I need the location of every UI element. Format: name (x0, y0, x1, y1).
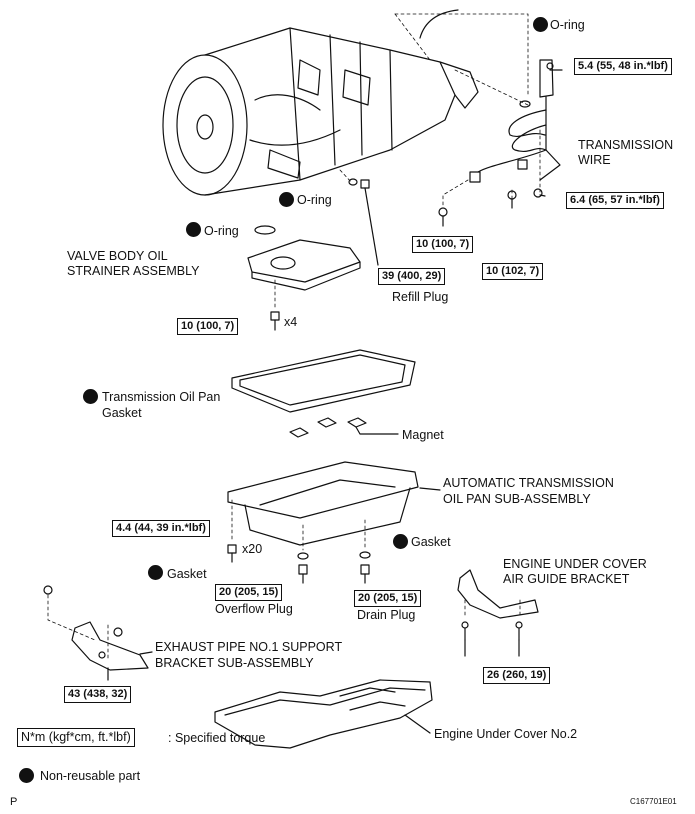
x4-label: x4 (284, 315, 298, 329)
nonreusable-dot-oring-top (533, 17, 548, 32)
transmission-wire-label-1: TRANSMISSION (578, 138, 674, 152)
pan-gasket-label-2: Gasket (102, 406, 142, 420)
torque-overflow-plug: 20 (205, 15) (215, 584, 283, 601)
magnet-label: Magnet (402, 428, 444, 442)
pan-gasket-label-1: Transmission Oil Pan (102, 390, 221, 404)
nonreusable-dot-oring-mid (279, 192, 294, 207)
legend-torque-text: : Specified torque (168, 731, 266, 745)
torque-refill-plug: 39 (400, 29) (378, 268, 446, 285)
torque-drain-plug: 20 (205, 15) (354, 590, 422, 607)
page-letter: P (10, 796, 18, 808)
legend-torque-unit: N*m (kgf*cm, ft.*lbf) (17, 728, 135, 747)
oring-left-label: O-ring (204, 224, 239, 238)
oring-top-label: O-ring (550, 18, 585, 32)
nonreusable-dot-oring-left (186, 222, 201, 237)
torque-wire-bolt-a: 10 (100, 7) (412, 236, 474, 253)
air-guide-bracket-label-1: ENGINE UNDER COVER (503, 557, 647, 571)
overflow-plug-label: Overflow Plug (215, 602, 293, 616)
transmission-wire-label-2: WIRE (578, 153, 611, 167)
torque-strainer: 10 (100, 7) (177, 318, 239, 335)
valve-body-label-2: STRAINER ASSEMBLY (67, 264, 200, 278)
exhaust-bracket-label-1: EXHAUST PIPE NO.1 SUPPORT (155, 640, 343, 654)
gasket-right-label: Gasket (411, 535, 451, 549)
torque-air-guide-bracket: 26 (260, 19) (483, 667, 551, 684)
under-cover-no2-label: Engine Under Cover No.2 (434, 727, 578, 741)
gasket-left-label: Gasket (167, 567, 207, 581)
nonreusable-dot-gasket-left (148, 565, 163, 580)
transmission-illustration (162, 9, 479, 196)
atm-pan-label-1: AUTOMATIC TRANSMISSION (443, 476, 614, 490)
drain-plug-label: Drain Plug (357, 608, 416, 622)
x20-label: x20 (242, 542, 263, 556)
torque-exhaust-bracket: 43 (438, 32) (64, 686, 132, 703)
legend-nonreusable-dot (19, 768, 34, 783)
torque-wire-bolt-b: 10 (102, 7) (482, 263, 544, 280)
atm-pan-label-2: OIL PAN SUB-ASSEMBLY (443, 492, 591, 506)
nonreusable-dot-pan-gasket (83, 389, 98, 404)
torque-oil-pan: 4.4 (44, 39 in.*lbf) (112, 520, 210, 537)
valve-body-label-1: VALVE BODY OIL (67, 249, 168, 263)
air-guide-bracket-label-2: AIR GUIDE BRACKET (503, 572, 630, 586)
torque-wire-bolt: 5.4 (55, 48 in.*lbf) (574, 58, 672, 75)
exhaust-bracket-label-2: BRACKET SUB-ASSEMBLY (155, 656, 314, 670)
oring-mid-label: O-ring (297, 193, 332, 207)
refill-plug-label: Refill Plug (392, 290, 449, 304)
legend-nonreusable-text: Non-reusable part (40, 769, 141, 783)
nonreusable-dot-gasket-right (393, 534, 408, 549)
figure-code: C167701E01 (630, 797, 677, 806)
torque-wire-clamp: 6.4 (65, 57 in.*lbf) (566, 192, 664, 209)
